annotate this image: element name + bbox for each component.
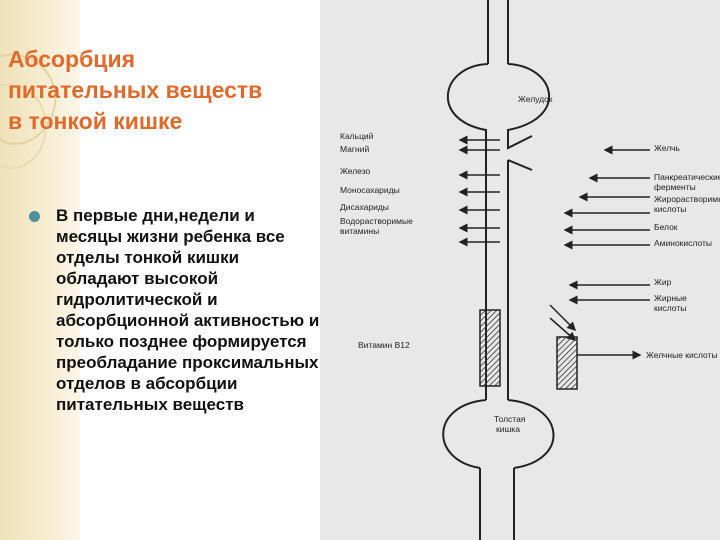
left-label: Витамин В12 xyxy=(358,340,410,350)
stomach-label: Желудок xyxy=(518,94,553,104)
left-label: Дисахариды xyxy=(340,202,389,212)
absorption-arrows-left xyxy=(458,135,500,247)
right-label: Аминокислоты xyxy=(654,238,712,248)
left-label: Водорастворимые xyxy=(340,216,413,226)
absorption-diagram: Желудок Толстая кишка Кальций Магний Жел… xyxy=(320,0,720,540)
hatched-segment xyxy=(556,336,578,390)
left-label: Моносахариды xyxy=(340,185,400,195)
title-line: Абсорбция xyxy=(8,46,136,72)
left-label: Кальций xyxy=(340,131,374,141)
digestive-tract-drawing xyxy=(442,0,650,540)
large-intestine-outline xyxy=(442,399,555,540)
large-intestine-label: Толстая xyxy=(494,414,526,424)
title-line: питательных веществ xyxy=(8,77,263,103)
hatched-segment xyxy=(479,309,501,387)
right-label: Желчь xyxy=(654,143,680,153)
swirl-ornament xyxy=(0,53,57,170)
bullet-dot xyxy=(29,211,40,222)
title-line: в тонкой кишке xyxy=(8,108,183,134)
esophagus xyxy=(487,0,509,64)
right-label: Жир xyxy=(654,277,672,287)
right-label: Белок xyxy=(654,222,678,232)
left-label: Железо xyxy=(340,166,371,176)
large-intestine-label: кишка xyxy=(496,424,520,434)
bullet-text: В первые дни,недели и месяцы жизни ребен… xyxy=(56,206,320,414)
right-label: Желчные кислоты xyxy=(646,350,718,360)
left-label: витамины xyxy=(340,226,380,236)
right-label: Жирные xyxy=(654,293,687,303)
right-label: кислоты xyxy=(654,303,687,313)
right-label: Жирорастворимые xyxy=(654,194,720,204)
slide-title: Абсорбция питательных веществ в тонкой к… xyxy=(8,44,328,137)
stomach-outline xyxy=(446,63,551,135)
left-label: Магний xyxy=(340,144,370,154)
right-label: кислоты xyxy=(654,204,687,214)
decorative-strip xyxy=(0,0,80,540)
right-label: ферменты xyxy=(654,182,696,192)
right-label: Панкреатические xyxy=(654,172,720,182)
secretion-arrows-right xyxy=(549,145,650,360)
